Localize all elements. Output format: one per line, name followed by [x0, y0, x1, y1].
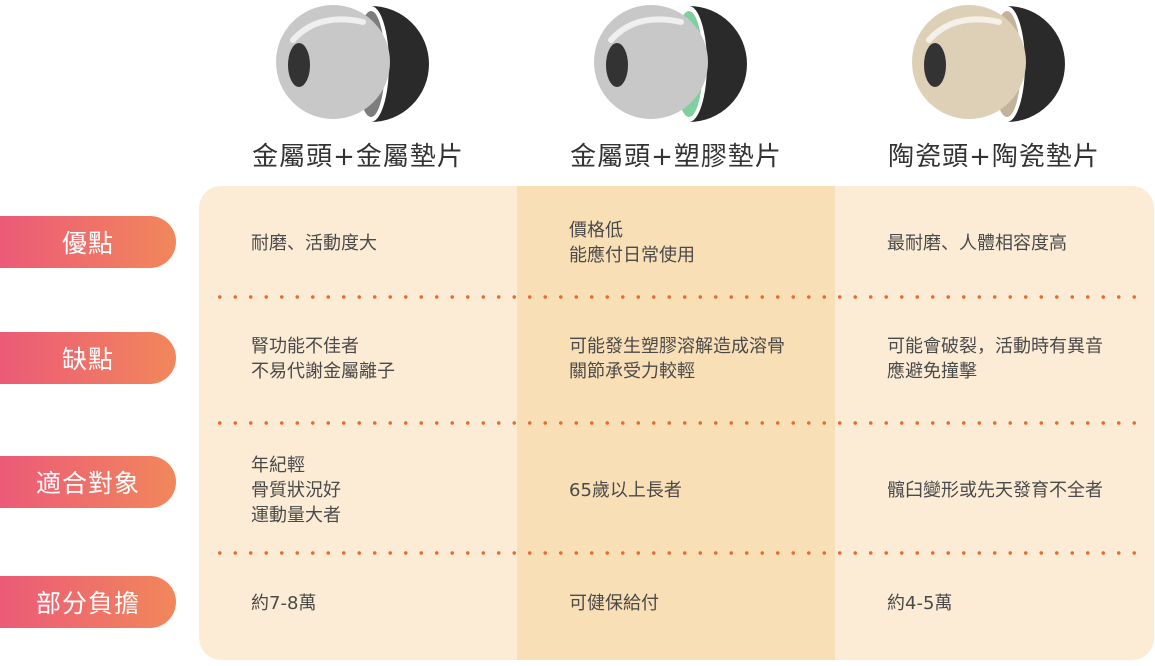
column-title: 金屬頭+塑膠墊片: [570, 142, 782, 172]
cell-line: 運動量大者: [251, 504, 341, 526]
cell-line: 65歲以上長者: [569, 479, 682, 501]
row-label-advantages: 優點: [0, 216, 176, 268]
table-cell: 耐磨、活動度大: [251, 218, 541, 268]
column-title: 陶瓷頭+陶瓷墊片: [888, 142, 1100, 172]
cell-line: 價格低: [569, 220, 623, 241]
table-cell: 腎功能不佳者 不易代謝金屬離子: [251, 334, 541, 384]
table-cell: 可能發生塑膠溶解造成溶骨 關節承受力較輕: [569, 334, 859, 384]
table-cell: 價格低 能應付日常使用: [569, 218, 859, 268]
cell-line: 可能會破裂，活動時有異音: [887, 336, 1103, 357]
metal-on-metal-joint-icon: [276, 5, 429, 122]
table-cell: 年紀輕 骨質狀況好 運動量大者: [251, 450, 541, 530]
row-label-suitable-for: 適合對象: [0, 456, 176, 508]
cell-line: 耐磨、活動度大: [251, 232, 377, 254]
cell-line: 約7-8萬: [251, 592, 317, 614]
table-cell: 65歲以上長者: [569, 450, 859, 530]
cell-line: 髖臼變形或先天發育不全者: [887, 479, 1103, 501]
cell-line: 腎功能不佳者: [251, 336, 359, 357]
row-label-copayment: 部分負擔: [0, 576, 176, 628]
metal-on-plastic-joint-icon: [594, 5, 747, 122]
cell-line: 最耐磨、人體相容度高: [887, 232, 1067, 254]
cell-line: 約4-5萬: [887, 592, 953, 614]
column-title: 金屬頭+金屬墊片: [252, 142, 464, 172]
cell-line: 關節承受力較輕: [569, 361, 695, 382]
row-label-disadvantages: 缺點: [0, 332, 176, 384]
column-header-metal-metal: 金屬頭+金屬墊片: [199, 0, 517, 180]
row-divider: [212, 551, 1142, 555]
cell-line: 可健保給付: [569, 592, 659, 614]
table-cell: 可健保給付: [569, 578, 859, 628]
table-cell: 約7-8萬: [251, 578, 541, 628]
cell-line: 年紀輕: [251, 454, 305, 476]
cell-line: 應避免撞擊: [887, 361, 977, 382]
table-cell: 約4-5萬: [887, 578, 1155, 628]
row-divider: [212, 421, 1142, 425]
cell-line: 不易代謝金屬離子: [251, 361, 395, 382]
column-header-ceramic-ceramic: 陶瓷頭+陶瓷墊片: [835, 0, 1153, 180]
cell-line: 能應付日常使用: [569, 245, 695, 266]
table-cell: 可能會破裂，活動時有異音 應避免撞擊: [887, 334, 1155, 384]
table-cell: 髖臼變形或先天發育不全者: [887, 450, 1155, 530]
row-divider: [212, 295, 1142, 299]
column-header-metal-plastic: 金屬頭+塑膠墊片: [517, 0, 835, 180]
cell-line: 可能發生塑膠溶解造成溶骨: [569, 336, 785, 357]
cell-line: 骨質狀況好: [251, 479, 341, 501]
table-cell: 最耐磨、人體相容度高: [887, 218, 1155, 268]
ceramic-on-ceramic-joint-icon: [912, 5, 1065, 122]
